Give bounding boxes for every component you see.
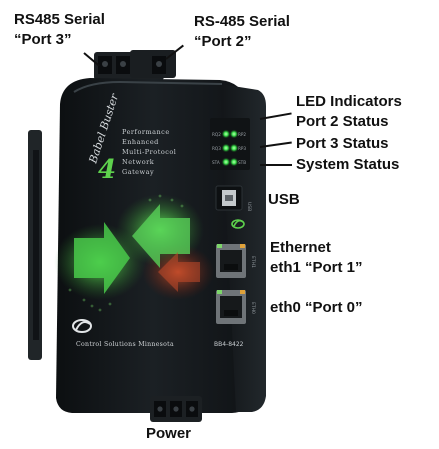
led-label-rp2: RP2	[238, 132, 246, 137]
label-eth1: eth1 “Port 1”	[270, 259, 363, 276]
label-rs485-port3-line1: RS485 Serial	[14, 11, 105, 28]
product-number: 4	[98, 155, 116, 185]
led-label-sta: STA	[212, 160, 220, 165]
led-label-stb: STB	[238, 160, 246, 165]
led-rq2	[221, 129, 231, 139]
tagline: Performance Enhanced Multi-Protocol Netw…	[122, 128, 176, 176]
tagline-line-2: Enhanced	[122, 138, 159, 146]
tagline-line-3: Multi-Protocol	[122, 148, 176, 156]
led-rp2	[229, 129, 239, 139]
terminal-block-port2	[130, 50, 176, 78]
model-number: BB4-8422	[214, 341, 244, 348]
label-ethernet: Ethernet	[270, 239, 331, 256]
led-stb	[229, 157, 239, 167]
label-port3-status: Port 3 Status	[296, 135, 389, 152]
led-label-rq2: RQ2	[212, 132, 221, 137]
arrow-graphics	[54, 194, 214, 312]
brand-name: Control Solutions Minnesota	[76, 341, 174, 348]
led-label-rq3: RQ3	[212, 146, 221, 151]
tagline-line-4: Network	[122, 158, 154, 166]
usb-port: USB	[215, 185, 252, 211]
tagline-line-1: Performance	[122, 128, 170, 136]
arrow-right-shape	[74, 222, 130, 294]
ethernet-port-eth1: ETH1	[216, 244, 256, 278]
label-eth0: eth0 “Port 0”	[270, 299, 363, 316]
label-port2-status: Port 2 Status	[296, 113, 389, 130]
label-system-status: System Status	[296, 156, 400, 173]
power-terminal-block	[150, 396, 202, 422]
brand-logo	[72, 319, 92, 333]
led-rp3	[229, 143, 239, 153]
csm-small-logo	[231, 219, 245, 229]
label-rs485-port3-line2: “Port 3”	[14, 31, 72, 48]
tagline-line-5: Gateway	[122, 168, 154, 176]
usb-side-label: USB	[246, 202, 252, 211]
din-rail-clip	[28, 130, 42, 360]
label-rs485-port2-line2: “Port 2”	[194, 33, 252, 50]
led-rq3	[221, 143, 231, 153]
label-led-indicators: LED Indicators	[296, 93, 402, 110]
leader-led-system	[260, 164, 292, 166]
led-label-rp3: RP3	[238, 146, 246, 151]
led-panel: RQ2 RP2 RQ3 RP3 STA STB	[210, 118, 250, 170]
label-power: Power	[146, 425, 192, 442]
ethernet-port-eth0: ETH0	[216, 290, 256, 324]
eth1-side-label: ETH1	[250, 256, 256, 268]
label-usb: USB	[268, 191, 300, 208]
led-sta	[221, 157, 231, 167]
arrow-left-shape	[132, 204, 190, 268]
label-rs485-port2-line1: RS-485 Serial	[194, 13, 290, 30]
eth0-side-label: ETH0	[250, 302, 256, 314]
